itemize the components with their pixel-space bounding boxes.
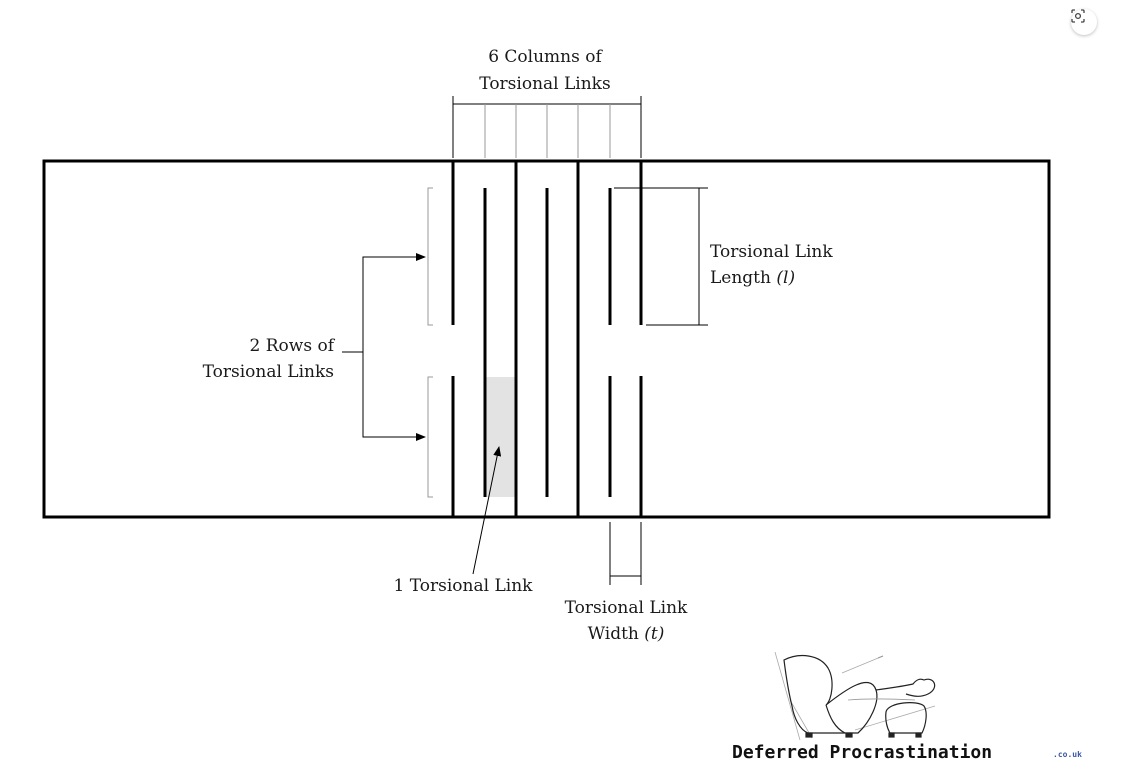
columns-label-line2: Torsional Links	[479, 74, 610, 94]
logo-suffix: .co.uk	[1053, 750, 1082, 759]
row-brackets	[427, 187, 433, 498]
single-link-highlight	[485, 377, 515, 497]
length-label-prefix: Length	[710, 268, 776, 288]
width-label-prefix: Width	[588, 624, 645, 644]
rows-label-line1: 2 Rows of	[250, 336, 336, 356]
rows-arrows	[342, 253, 426, 441]
google-lens-button[interactable]	[1071, 9, 1097, 35]
logo-name: Deferred Procrastination	[732, 742, 992, 763]
one-link-label: 1 Torsional Link	[394, 576, 534, 596]
columns-bracket	[452, 96, 642, 158]
google-lens-icon	[1071, 9, 1085, 23]
length-dimension	[614, 187, 708, 326]
single-link-arrow	[472, 446, 502, 575]
bottom-row-slots	[451, 376, 643, 517]
length-label-line2: Length (l)	[710, 268, 795, 288]
interior-slits	[483, 161, 612, 497]
length-symbol: (l)	[776, 268, 795, 288]
columns-label-line1: 6 Columns of	[488, 47, 603, 67]
width-dimension	[609, 522, 642, 585]
outer-frame	[42, 159, 1051, 519]
logo-armchair-sketch	[774, 651, 936, 741]
width-symbol: (t)	[644, 624, 664, 644]
width-label-line1: Torsional Link	[565, 598, 688, 618]
width-label-line2: Width (t)	[588, 624, 665, 644]
rows-label-line2: Torsional Links	[203, 362, 334, 382]
length-label-line1: Torsional Link	[710, 242, 833, 262]
